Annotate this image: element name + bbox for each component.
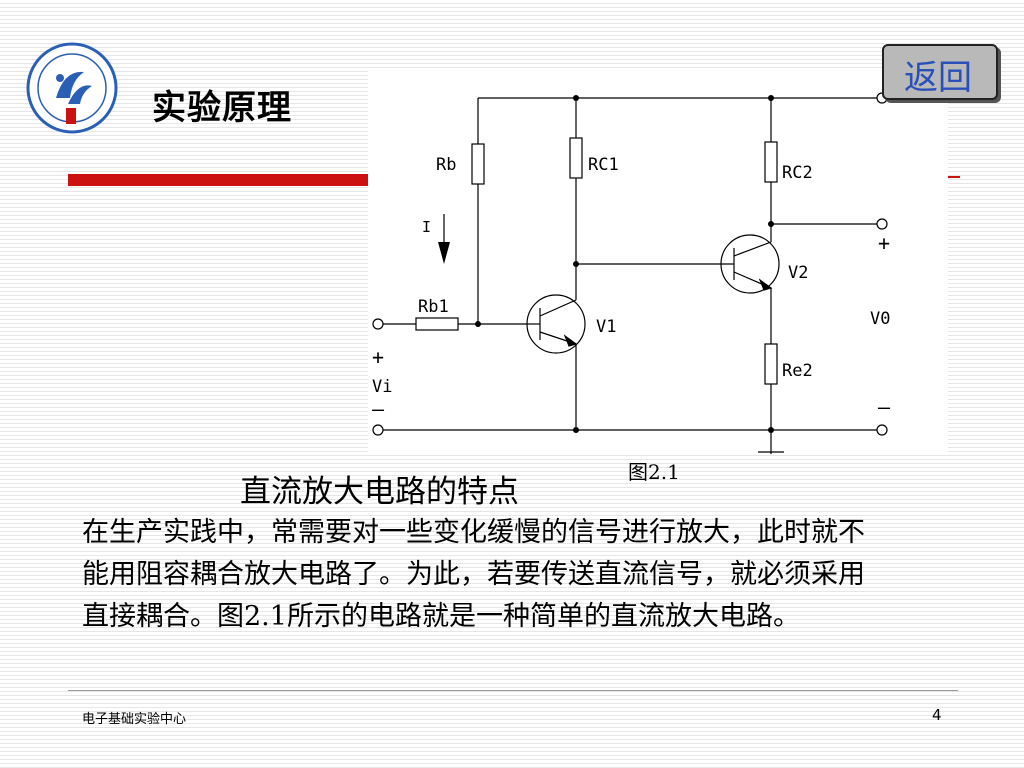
label-current: I [422, 218, 431, 236]
resistor-rc1 [569, 137, 583, 179]
university-logo-icon [26, 42, 118, 134]
page-number: 4 [932, 706, 942, 724]
junction-dots [475, 95, 774, 433]
label-vo: V0 [870, 309, 890, 329]
label-vo-plus: + [878, 231, 890, 255]
title-underline-end [948, 176, 960, 178]
title-underline-bar [68, 174, 368, 186]
circuit-diagram: +VCC Rb RC1 RC2 I Rb1 V1 V2 Re2 + Vi – +… [368, 70, 948, 454]
label-v2: V2 [788, 263, 808, 283]
return-button-label: 返回 [904, 58, 972, 98]
footer-divider [68, 690, 958, 691]
resistor-rc2 [764, 141, 778, 183]
label-rc1: RC1 [588, 155, 619, 175]
resistor-rb [471, 143, 485, 185]
label-vi: Vi [372, 377, 392, 397]
figure-caption: 图2.1 [628, 460, 680, 484]
title-marker [66, 108, 76, 124]
label-v1: V1 [596, 317, 616, 337]
body-paragraph: 在生产实践中，常需要对一些变化缓慢的信号进行放大，此时就不能用阻容耦合放大电路了… [82, 517, 865, 632]
return-button[interactable]: 返回 [882, 44, 998, 100]
current-arrow [438, 214, 450, 264]
resistor-re2 [764, 343, 778, 385]
label-rc2: RC2 [782, 163, 813, 183]
label-vi-plus: + [372, 345, 384, 369]
slide-title: 实验原理 [152, 88, 292, 128]
label-re2: Re2 [782, 361, 813, 381]
transistor-v2 [720, 234, 780, 294]
label-rb: Rb [436, 155, 456, 175]
resistor-rb1 [415, 317, 459, 331]
transistor-v1 [526, 294, 586, 354]
terminals [372, 92, 888, 436]
section-subheading: 直流放大电路的特点 [240, 474, 519, 510]
label-rb1: Rb1 [418, 297, 449, 317]
label-vo-minus: – [878, 395, 891, 419]
footer-organization: 电子基础实验中心 [82, 712, 187, 727]
circuit-wires [383, 97, 878, 454]
label-vi-minus: – [372, 397, 385, 421]
